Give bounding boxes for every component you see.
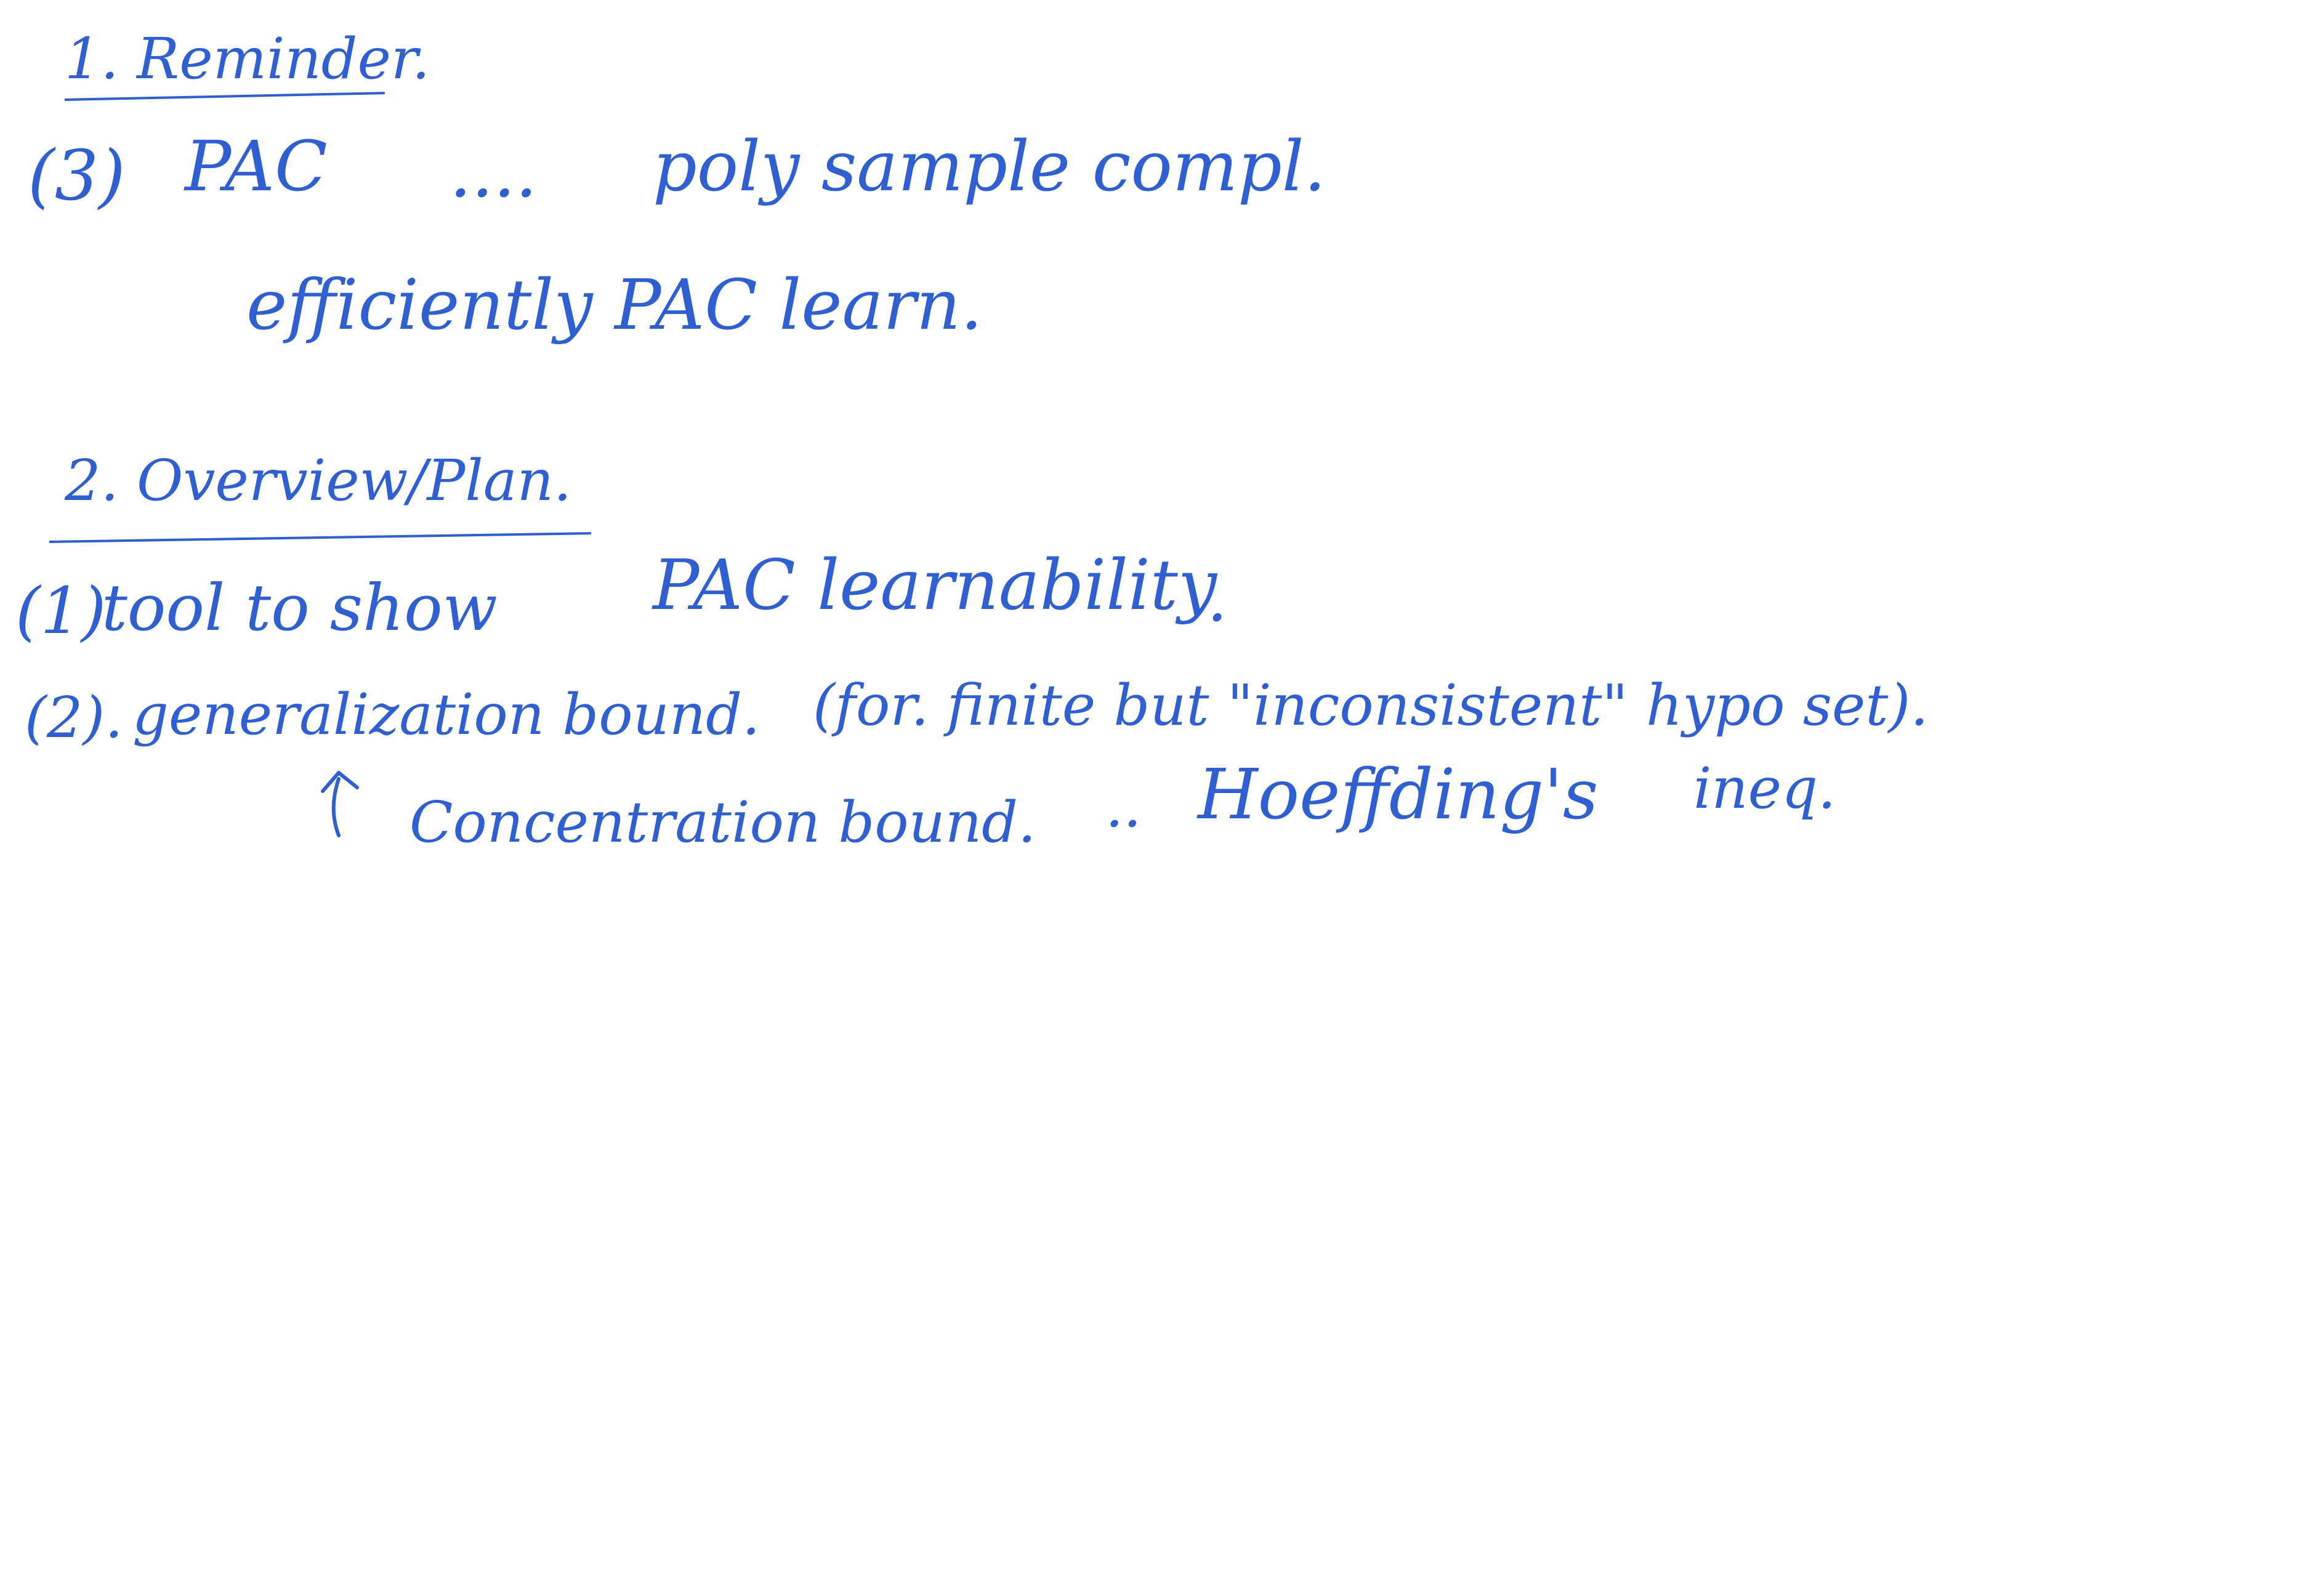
line3-text: poly sample compl. [653,127,1326,207]
item2b-dots: .. [1105,774,1142,840]
line3-number: (3) [28,136,126,216]
item2b-text: Concentration bound. [410,789,1036,855]
item1-term: PAC learnability [653,546,1217,626]
item2-number: (2). [25,685,123,751]
section2-heading: 2. Overview/Plan. [65,448,572,514]
item1-dot: . [1207,561,1228,636]
efficiently-line: efficiently PAC learn. [246,265,983,345]
section2-heading-underline [49,532,591,543]
item2-paren: (for. finite but "inconsistent" hypo set… [813,672,1929,738]
item2-text: generalization bound. [132,682,761,747]
line3-dots: .... [450,133,538,213]
item2b-term: Hoeffding's [1198,755,1599,835]
item1-text: tool to show [102,570,498,645]
item2b-tail: ineq. [1693,755,1836,821]
section1-heading-underline [64,92,385,101]
item1-number: (1) [15,573,107,648]
up-arrow-icon [321,771,359,837]
section1-heading: 1. Reminder. [65,26,430,92]
line3-term: PAC [185,127,328,207]
